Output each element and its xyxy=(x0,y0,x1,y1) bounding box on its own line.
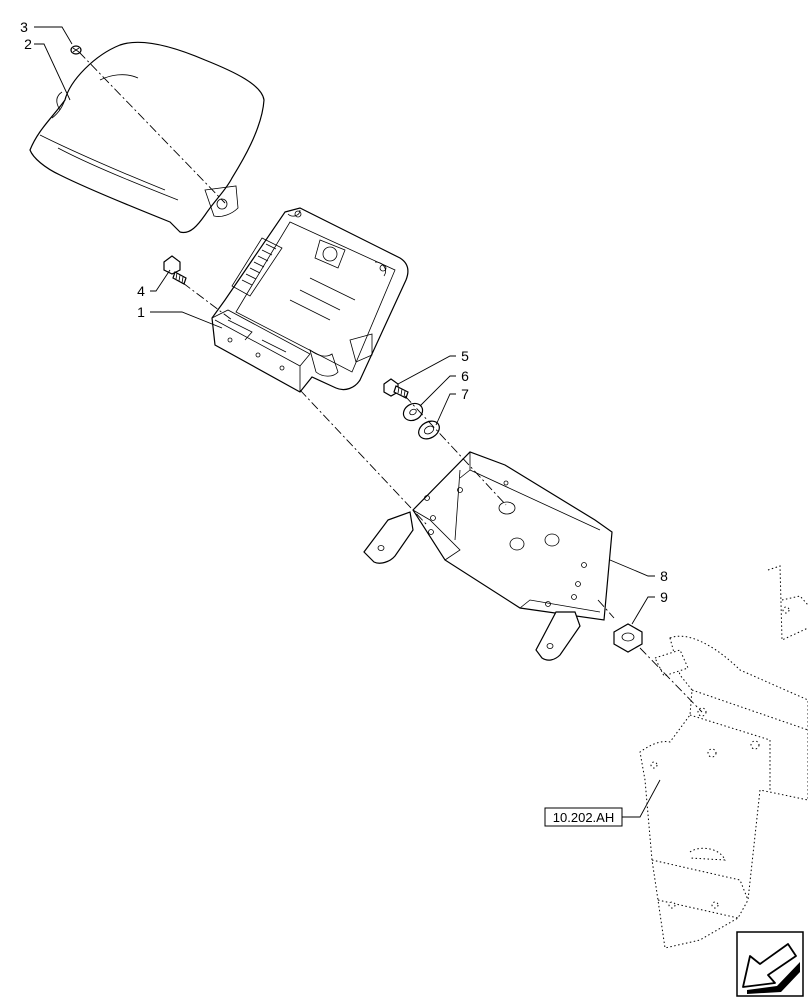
leader-lines xyxy=(34,26,661,818)
callout-9: 9 xyxy=(660,589,668,605)
callout-4: 4 xyxy=(137,283,145,299)
part-9-nut[interactable] xyxy=(613,623,643,653)
part-8-bracket[interactable] xyxy=(363,451,613,661)
part-2-cover[interactable] xyxy=(29,41,265,234)
part-1-ecu[interactable] xyxy=(211,207,409,393)
callout-1: 1 xyxy=(137,304,145,320)
callout-3: 3 xyxy=(20,19,28,35)
part-6-washer[interactable] xyxy=(400,400,425,424)
part-4-bolt[interactable] xyxy=(163,255,187,285)
callout-2: 2 xyxy=(24,36,32,52)
reference-frame xyxy=(639,565,808,949)
callout-8: 8 xyxy=(660,568,668,584)
callout-6: 6 xyxy=(461,368,469,384)
part-3-screw[interactable] xyxy=(70,45,82,55)
part-5-bolt[interactable] xyxy=(383,378,409,399)
callout-7: 7 xyxy=(461,386,469,402)
reference-link-10-202-ah[interactable]: 10.202.AH xyxy=(544,807,623,827)
callout-5: 5 xyxy=(461,348,469,364)
arrow-previous-icon[interactable] xyxy=(736,931,804,997)
callout-labels: 3 2 4 1 5 6 7 8 9 xyxy=(20,19,668,605)
part-7-grommet[interactable] xyxy=(415,418,442,443)
reference-label: 10.202.AH xyxy=(553,810,614,825)
assembly-lines xyxy=(78,51,703,713)
